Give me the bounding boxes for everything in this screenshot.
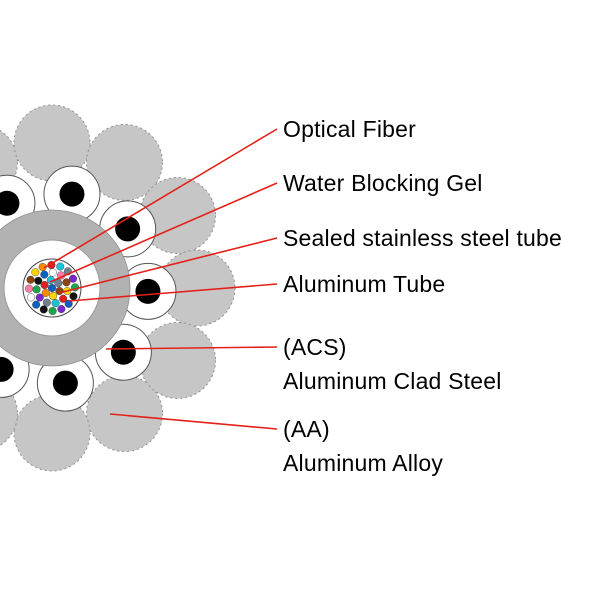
optical-fiber-dot xyxy=(26,275,35,284)
optical-fiber-dot xyxy=(51,299,60,308)
optical-fiber-dot xyxy=(69,274,78,283)
optical-fiber-dot xyxy=(32,285,41,294)
steel-core xyxy=(0,190,20,216)
optical-fiber-dot xyxy=(49,291,58,300)
label-acs-name: Aluminum Clad Steel xyxy=(283,368,502,394)
steel-core xyxy=(115,216,141,242)
steel-core xyxy=(110,339,136,365)
leader-line xyxy=(68,283,278,302)
optical-fiber-dot xyxy=(40,270,49,279)
label-aa-abbr: (AA) xyxy=(283,416,330,442)
aluminum-alloy-wire xyxy=(139,322,217,399)
steel-core xyxy=(0,356,14,382)
optical-fiber-dot xyxy=(48,284,57,293)
optical-fiber-dot xyxy=(32,300,41,309)
steel-core xyxy=(135,278,161,304)
optical-fiber-dot xyxy=(42,298,51,307)
optical-fiber-dot xyxy=(54,279,63,288)
label-sealed-stainless-steel-tube: Sealed stainless steel tube xyxy=(283,225,563,251)
aluminum-alloy-wire xyxy=(86,123,163,201)
label-optical-fiber: Optical Fiber xyxy=(283,116,416,142)
aluminum-alloy-wire xyxy=(86,375,163,453)
optical-fiber-dot xyxy=(62,278,71,287)
optical-fiber-dot xyxy=(57,305,66,314)
optical-fiber-dot xyxy=(41,288,50,297)
optical-fiber-dot xyxy=(26,293,35,302)
label-aa-name: Aluminum Alloy xyxy=(283,450,444,476)
aluminum-alloy-wire xyxy=(13,394,91,472)
optical-fiber-dot xyxy=(48,306,57,315)
label-aluminum-alloy: (AA) Aluminum Alloy xyxy=(283,412,443,480)
leader-line xyxy=(109,413,278,430)
steel-core xyxy=(59,181,85,207)
optical-fiber-dot xyxy=(69,292,78,301)
optical-fiber-dot xyxy=(56,262,65,271)
leader-line xyxy=(49,182,278,283)
optical-fiber-dot xyxy=(31,268,40,277)
optical-fiber-dot xyxy=(64,299,73,308)
steel-core xyxy=(52,370,78,396)
leader-line xyxy=(43,128,278,269)
label-water-blocking-gel: Water Blocking Gel xyxy=(283,170,483,196)
optical-fiber-dot xyxy=(39,305,48,314)
leader-line xyxy=(58,237,278,294)
label-acs-abbr: (ACS) xyxy=(283,334,347,360)
optical-fiber-dot xyxy=(35,293,44,302)
optical-fiber-dot xyxy=(25,284,34,293)
leader-line xyxy=(105,346,278,350)
label-aluminum-tube: Aluminum Tube xyxy=(283,271,446,297)
label-aluminum-clad-steel: (ACS) Aluminum Clad Steel xyxy=(283,330,502,398)
optical-fiber-dot xyxy=(34,276,43,285)
optical-fiber-dot xyxy=(48,268,57,277)
optical-fiber-dot xyxy=(40,281,49,290)
optical-fiber-dot xyxy=(59,294,68,303)
aluminum-alloy-wire xyxy=(13,104,91,182)
